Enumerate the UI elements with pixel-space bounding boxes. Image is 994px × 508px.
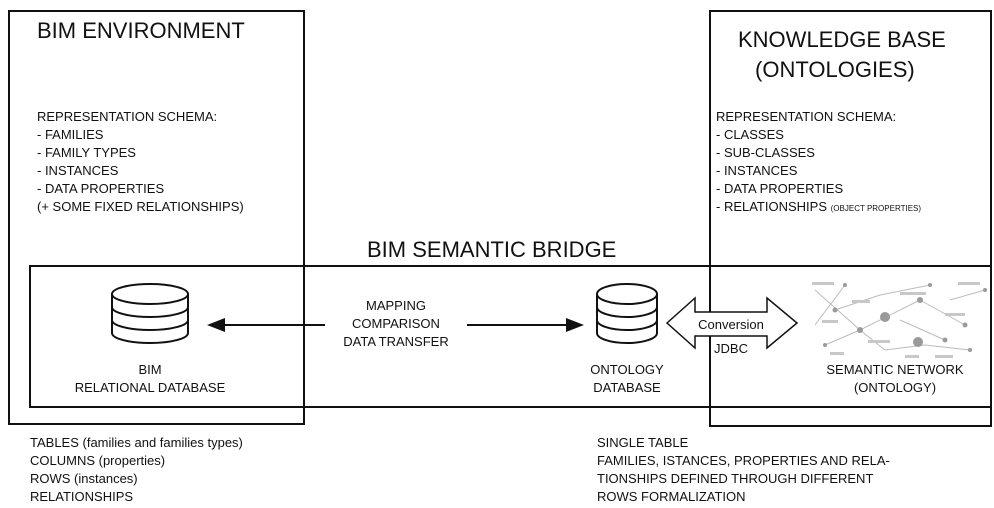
bim-environment-box: [8, 10, 305, 425]
bim-environment-title: BIM ENVIRONMENT: [37, 18, 245, 43]
comparison-label: COMPARISON: [352, 316, 440, 331]
ontology-description-line: SINGLE TABLE: [597, 435, 689, 450]
arrow-right-icon: [467, 318, 584, 332]
ontology-database-icon: [596, 283, 658, 344]
knowledge-base-subtitle: (ONTOLOGIES): [755, 57, 915, 82]
semantic-network-label-line1: SEMANTIC NETWORK: [826, 362, 964, 377]
ontology-description-line: ROWS FORMALIZATION: [597, 489, 746, 504]
semantic-network-label-line2: (ONTOLOGY): [853, 380, 937, 395]
conversion-double-arrow-icon: [665, 296, 799, 350]
mapping-label: MAPPING: [366, 298, 426, 313]
ontology-db-label-line2: DATABASE: [593, 380, 661, 395]
bim-description-line: ROWS (instances): [30, 471, 138, 486]
bim-description-line: COLUMNS (properties): [30, 453, 166, 468]
arrow-left-icon: [207, 318, 325, 332]
kb-schema-item: - DATA PROPERTIES: [716, 181, 844, 196]
bim-schema-item: (+ SOME FIXED RELATIONSHIPS): [37, 199, 244, 214]
bim-db-label-line2: RELATIONAL DATABASE: [74, 380, 226, 395]
bim-db-label-line1: BIM: [138, 362, 162, 377]
bim-description-line: RELATIONSHIPS: [30, 489, 134, 504]
jdbc-label: JDBC: [714, 341, 748, 356]
semantic-network-nodes: [823, 283, 987, 352]
data-transfer-label: DATA TRANSFER: [343, 334, 449, 349]
bridge-title: BIM SEMANTIC BRIDGE: [367, 237, 617, 262]
bim-schema-item: - FAMILY TYPES: [37, 145, 136, 160]
kb-relationships-item: - RELATIONSHIPS (OBJECT PROPERTIES): [716, 198, 921, 218]
bim-schema-heading: REPRESENTATION SCHEMA:: [37, 109, 218, 124]
kb-schema-item: - INSTANCES: [716, 163, 798, 178]
kb-relationships-label: - RELATIONSHIPS: [716, 199, 828, 214]
semantic-network-labels: [812, 282, 980, 358]
bim-database-icon: [111, 283, 189, 344]
ontology-description-line: FAMILIES, ISTANCES, PROPERTIES AND RELA-: [597, 453, 890, 468]
kb-schema-item: - CLASSES: [716, 127, 784, 142]
conversion-label: Conversion: [698, 317, 764, 332]
knowledge-base-title: KNOWLEDGE BASE: [738, 27, 946, 52]
ontology-description-line: TIONSHIPS DEFINED THROUGH DIFFERENT: [597, 471, 874, 486]
bim-description-line: TABLES (families and families types): [30, 435, 243, 450]
knowledge-base-box: [709, 10, 992, 427]
bim-schema-item: - FAMILIES: [37, 127, 104, 142]
kb-schema-item: - SUB-CLASSES: [716, 145, 815, 160]
kb-schema-heading: REPRESENTATION SCHEMA:: [716, 109, 897, 124]
semantic-bridge-box: [29, 265, 992, 408]
bim-schema-item: - DATA PROPERTIES: [37, 181, 165, 196]
bim-schema-item: - INSTANCES: [37, 163, 119, 178]
kb-relationships-note: (OBJECT PROPERTIES): [830, 204, 922, 213]
ontology-db-label-line1: ONTOLOGY: [590, 362, 664, 377]
